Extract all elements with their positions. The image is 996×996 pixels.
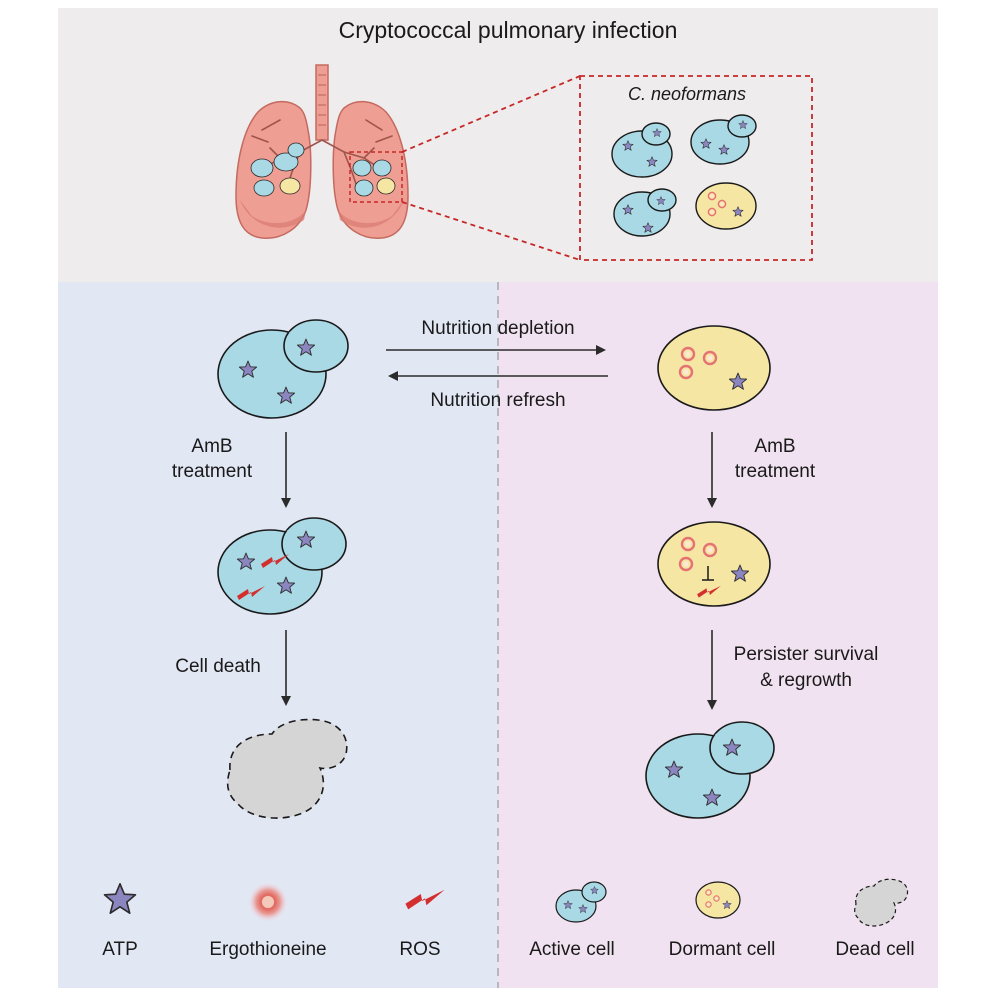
inset-label: C. neoformans (628, 84, 746, 104)
left-active-cell (217, 319, 349, 419)
legend-active-cell-label: Active cell (529, 939, 615, 960)
lung-zoom-box (349, 151, 403, 203)
right-dormant-cell (657, 325, 771, 411)
lung-fungal-cluster-right (352, 159, 396, 197)
top-panel (58, 8, 938, 282)
legend-ergothioneine-label: Ergothioneine (209, 939, 326, 960)
left-treated-cell (217, 517, 347, 615)
left-amb-label-2: treatment (172, 461, 253, 482)
right-treated-cell (657, 521, 771, 607)
left-lung (235, 100, 312, 239)
persister-label-2: & regrowth (760, 670, 852, 691)
legend-dead-cell-icon (854, 878, 909, 927)
trachea (315, 64, 329, 141)
legend-ros-label: ROS (399, 939, 440, 960)
inset-active-cell-2 (690, 114, 757, 165)
nutrition-refresh-label: Nutrition refresh (430, 390, 565, 411)
diagram-title: Cryptococcal pulmonary infection (339, 17, 678, 43)
persister-label-1: Persister survival (734, 644, 879, 665)
legend-dormant-cell-icon (695, 881, 741, 919)
cell-death-label: Cell death (175, 656, 261, 677)
legend: ATP Ergothioneine ROS Active cell Dorman… (102, 878, 915, 960)
ergothioneine-dot (679, 535, 697, 553)
ergothioneine-dot (677, 363, 695, 381)
inset-active-cell-3 (613, 188, 677, 237)
inset-box (579, 75, 813, 261)
right-regrown-cell (645, 721, 775, 819)
inhibition-symbol (702, 566, 714, 581)
right-amb-label-1: AmB (754, 436, 795, 457)
legend-dormant-cell-label: Dormant cell (669, 939, 776, 960)
left-amb-label-1: AmB (191, 436, 232, 457)
left-dead-cell (226, 718, 348, 819)
inset-active-cell-1 (611, 122, 673, 178)
ergothioneine-dot (701, 541, 719, 559)
lungs-illustration (235, 64, 409, 239)
right-amb-label-2: treatment (735, 461, 816, 482)
nutrition-depletion-label: Nutrition depletion (421, 318, 574, 339)
ergothioneine-dot (679, 345, 697, 363)
ergothioneine-dot (701, 349, 719, 367)
legend-dead-cell-label: Dead cell (835, 939, 914, 960)
legend-ergothioneine-icon (248, 882, 288, 922)
zoom-connector-bottom (401, 201, 581, 261)
legend-atp-label: ATP (102, 939, 138, 960)
lung-fungal-cluster-left (250, 142, 305, 197)
legend-active-cell-icon (555, 881, 607, 923)
ergothioneine-dot (677, 555, 695, 573)
inset-dormant-cell (695, 182, 757, 230)
